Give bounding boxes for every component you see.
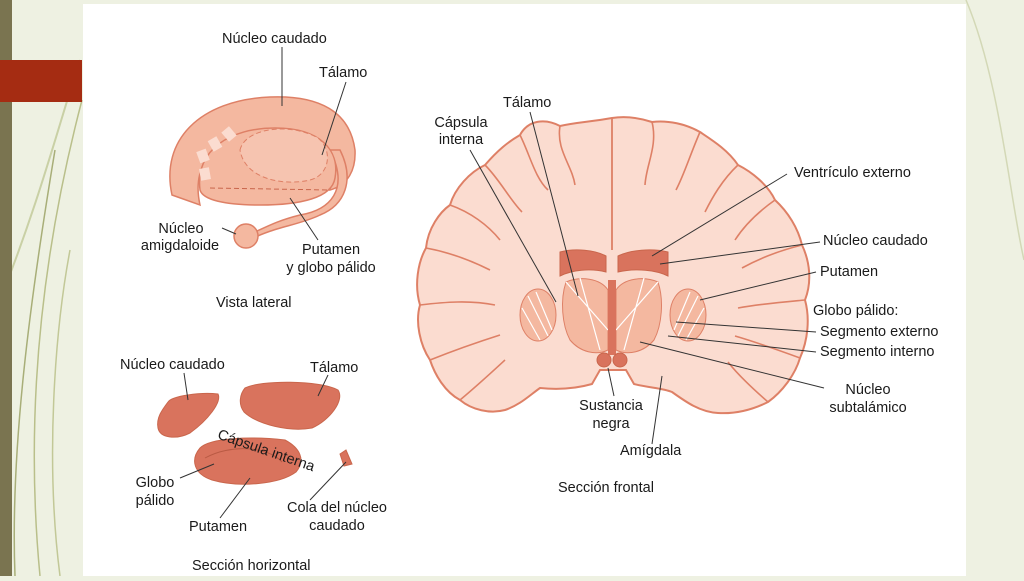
thalamus-lateral [239,128,328,183]
label-amygdaloid-line2: amigdaloide [140,238,220,254]
label-nigra-line2: negra [592,416,630,432]
label-amygdala: Amígdala [620,443,682,459]
label-caudate-frontal: Núcleo caudado [823,233,928,249]
frontal-section-drawing [416,111,825,445]
caudate-tail-horizontal [339,449,353,467]
label-globus-line2: pálido [135,493,175,509]
horizontal-section-drawing [157,372,353,519]
label-internal-segment: Segmento interno [820,344,935,360]
label-thalamus-lateral: Tálamo [319,65,368,81]
label-amygdaloid-line1: Núcleo [158,221,204,237]
thalamus-left [562,278,609,354]
label-nigra-line1: Sustancia [579,398,643,414]
cerebral-cortex [416,116,811,415]
label-ventricle: Ventrículo externo [794,165,911,181]
label-capsule-line2: interna [438,132,484,148]
label-globus-pallidus-header: Globo pálido: [813,303,899,319]
label-tail-line1: Cola del núcleo [287,500,387,516]
label-putamen-line2: y globo pálido [286,260,376,276]
thalamus-horizontal [239,381,341,430]
substantia-nigra-right [612,352,628,368]
substantia-nigra-left [596,352,612,368]
caudate-horizontal [157,393,220,438]
caption-frontal-section: Sección frontal [558,480,654,496]
amygdaloid-nucleus [233,223,259,249]
basal-ganglia-figure [157,47,825,519]
lateral-view-drawing [169,47,356,249]
label-putamen-line1: Putamen [301,242,361,258]
ventricle-right [617,249,669,277]
slide-accent-tab [0,60,82,102]
label-caudate-lateral: Núcleo caudado [222,31,327,47]
lentiform-horizontal [194,437,302,485]
caption-horizontal-section: Sección horizontal [192,558,311,574]
label-subthalamic-line1: Núcleo [845,382,891,398]
figure-panel: Núcleo caudado Tálamo Núcleo amigdaloide… [83,4,966,576]
label-capsule-line1: Cápsula [434,115,488,131]
label-external-segment: Segmento externo [820,324,939,340]
label-putamen-frontal: Putamen [820,264,879,280]
label-globus-line1: Globo [135,475,175,491]
label-subthalamic-line2: subtalámico [829,400,907,416]
third-ventricle [608,280,616,355]
label-thalamus-frontal: Tálamo [503,95,552,111]
slide-side-bar [0,0,12,576]
label-putamen-horizontal: Putamen [189,519,248,535]
label-thalamus-horizontal: Tálamo [310,360,359,376]
caption-lateral-view: Vista lateral [216,295,292,311]
thalamus-right [615,278,662,354]
label-caudate-horizontal: Núcleo caudado [120,357,225,373]
label-tail-line2: caudado [309,518,365,534]
